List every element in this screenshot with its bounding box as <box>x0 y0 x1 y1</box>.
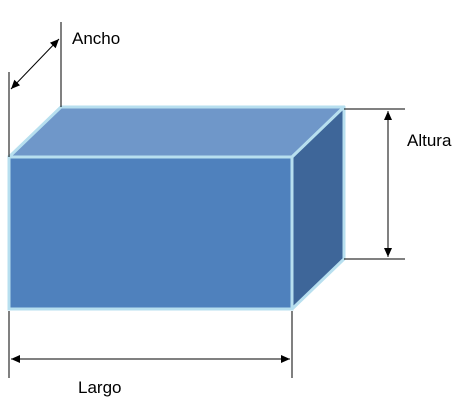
width-label: Ancho <box>72 29 120 48</box>
height-label: Altura <box>407 131 452 150</box>
box-top-face <box>7 105 346 159</box>
length-dimension: Largo <box>8 311 293 397</box>
length-label: Largo <box>78 378 121 397</box>
height-dimension: Altura <box>344 108 452 260</box>
width-arrow <box>10 38 60 90</box>
width-dimension: Ancho <box>8 22 120 157</box>
box-front-face <box>7 155 294 311</box>
box <box>7 105 346 311</box>
